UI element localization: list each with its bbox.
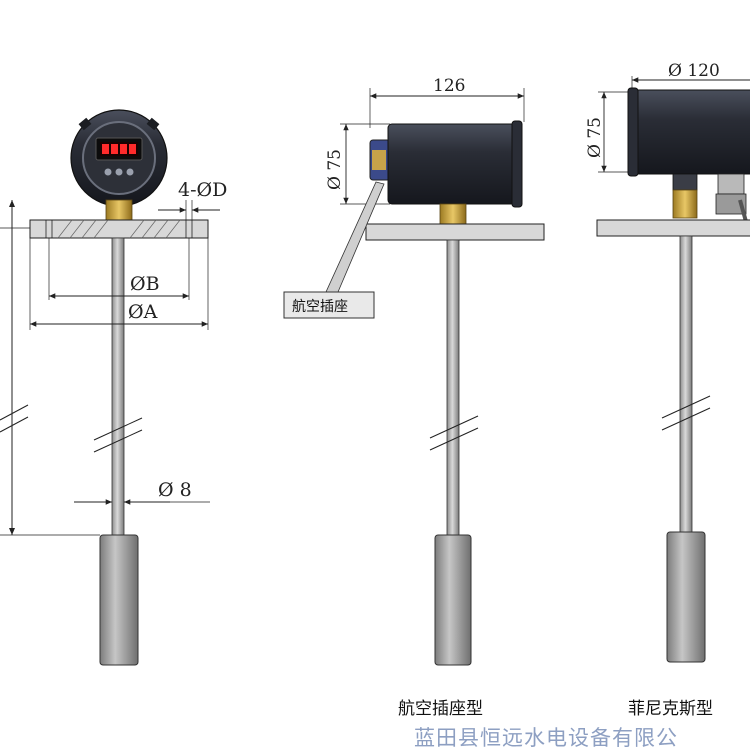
right-rod [679,235,693,537]
callout-label: 航空插座 [292,299,348,315]
rod [111,237,125,539]
right-caption: 菲尼克斯型 [628,699,713,719]
flange [29,219,209,239]
rod-diameter-label: Ø 8 [158,479,192,501]
right-float [666,531,706,663]
middle-height-label: Ø 75 [325,149,345,190]
middle-float [434,534,472,666]
cable-gland [717,173,745,195]
right-housing [631,89,750,175]
led-display [100,142,138,156]
digital-display-head [70,109,168,207]
right-flange [596,219,750,237]
left-drawing: 4-ØD ØB ØA Ø 8 [0,109,227,666]
float [99,534,139,666]
outer-diameter-label: ØA [128,301,158,323]
right-width-label: Ø 120 [668,61,720,81]
middle-rod [446,239,460,541]
middle-caption: 航空插座型 [398,699,483,719]
brass-fitting [105,199,133,221]
right-drawing: Ø 120 Ø 75 [585,61,750,663]
right-height-label: Ø 75 [585,117,605,158]
middle-housing [387,123,519,205]
bolt-hole-label: 4-ØD [178,179,227,201]
inner-diameter-label: ØB [130,273,160,295]
middle-drawing: 126 Ø 75 航空插座 [283,76,545,666]
middle-width-label: 126 [433,76,465,96]
middle-flange [365,223,545,241]
callout-box [283,291,375,319]
watermark-text: 蓝田县恒远水电设备有限公 [414,726,678,750]
